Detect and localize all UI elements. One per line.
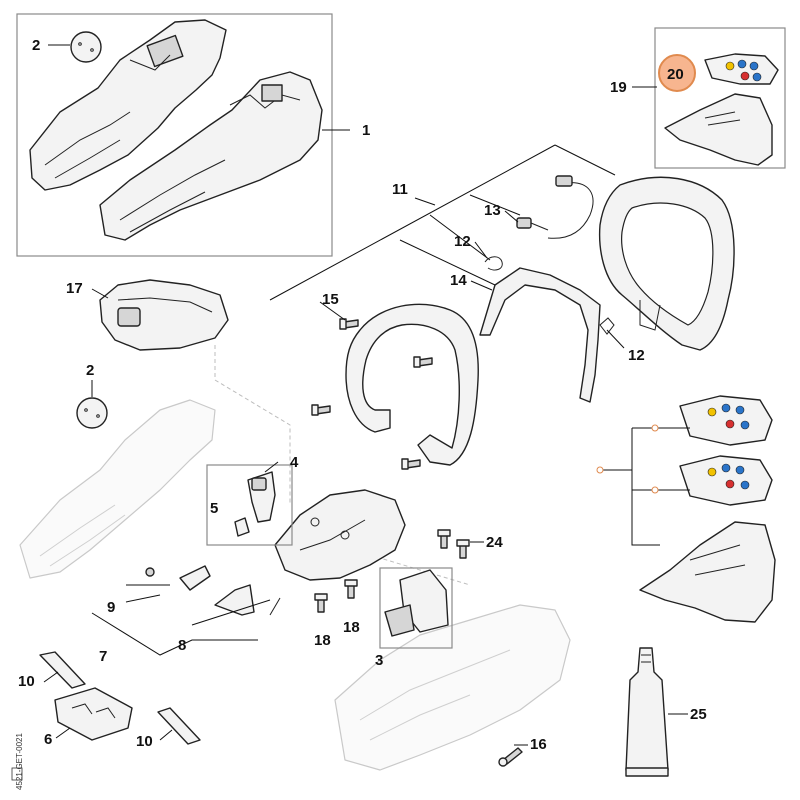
reference-box xyxy=(11,767,23,781)
leader-p12a xyxy=(474,241,488,259)
grease-tube[interactable] xyxy=(625,647,669,777)
leader-p10b xyxy=(159,729,173,741)
label-p1: 1 xyxy=(362,122,370,139)
leader-p14 xyxy=(470,280,493,291)
handle-cushion-large[interactable] xyxy=(639,521,776,623)
levers-bracket-box xyxy=(206,464,293,546)
leader-p13 xyxy=(504,210,519,223)
label-p18a: 18 xyxy=(314,632,331,649)
screws-15[interactable] xyxy=(311,318,433,470)
label-p19: 19 xyxy=(610,79,627,96)
gasket-top[interactable] xyxy=(70,31,102,63)
label-p8: 8 xyxy=(178,637,186,654)
branch-marker-a xyxy=(651,424,659,432)
label-p16: 16 xyxy=(530,736,547,753)
gasket-middle[interactable] xyxy=(76,397,108,429)
label-p10a: 10 xyxy=(18,673,35,690)
label-p4: 4 xyxy=(290,454,299,471)
leader-p12b xyxy=(606,329,625,349)
switch-6[interactable] xyxy=(54,687,133,741)
cover-bracket-box xyxy=(379,567,453,649)
hand-guard-strip[interactable] xyxy=(479,267,601,403)
rear-handle-housing-half-left[interactable] xyxy=(29,19,227,191)
housing-ghost-left xyxy=(19,399,216,579)
label-p12b: 12 xyxy=(628,347,645,364)
label-set-a[interactable] xyxy=(679,395,773,446)
clip-top[interactable] xyxy=(484,256,503,271)
spring-5[interactable] xyxy=(234,517,250,537)
lever-8[interactable] xyxy=(214,584,281,616)
branch-marker-b xyxy=(651,486,659,494)
label-p13: 13 xyxy=(484,202,501,219)
leader-p17 xyxy=(91,288,109,299)
grip-shell[interactable] xyxy=(99,279,229,351)
trigger-mechanism-body[interactable] xyxy=(274,489,406,581)
label-p14: 14 xyxy=(450,272,467,289)
label-p15: 15 xyxy=(322,291,339,308)
leader-p4 xyxy=(264,461,279,473)
drawing-reference: 4521-GET-0021 xyxy=(15,733,24,790)
loop-handle-rear[interactable] xyxy=(598,176,735,351)
lever-9[interactable] xyxy=(145,565,211,591)
wiring-harness[interactable] xyxy=(516,175,594,239)
label-p24: 24 xyxy=(486,534,503,551)
label-p17: 17 xyxy=(66,280,83,297)
leader-p7-8 xyxy=(91,599,271,656)
label-p2b: 2 xyxy=(86,362,94,379)
leader-p6 xyxy=(55,727,71,739)
branch-marker-c xyxy=(596,466,604,474)
leader-p9 xyxy=(125,584,170,603)
cover-3[interactable] xyxy=(384,569,449,637)
label-p12a: 12 xyxy=(454,233,471,250)
rear-handle-housing-half-right[interactable] xyxy=(99,71,323,241)
label-p5: 5 xyxy=(210,500,218,517)
label-p9: 9 xyxy=(107,599,115,616)
housing-group-box xyxy=(16,13,333,257)
label-p6: 6 xyxy=(44,731,52,748)
screws-24[interactable] xyxy=(437,529,470,559)
label-p3: 3 xyxy=(375,652,383,669)
housing-ghost-right xyxy=(334,604,571,771)
cushion-group-box xyxy=(654,27,786,169)
label-set-b[interactable] xyxy=(679,455,773,506)
screws-18[interactable] xyxy=(314,579,358,613)
handle-cushion-top[interactable] xyxy=(664,93,773,166)
screw-16[interactable] xyxy=(498,747,523,767)
branch-cushion-set xyxy=(600,427,690,546)
lever-4[interactable] xyxy=(247,471,276,523)
highlight-callout-20[interactable]: 20 xyxy=(658,54,696,92)
spring-10a[interactable] xyxy=(39,651,86,689)
label-p2a: 2 xyxy=(32,37,40,54)
label-set-top[interactable] xyxy=(704,53,779,85)
label-p20: 20 xyxy=(667,66,684,83)
spring-10b[interactable] xyxy=(157,707,201,745)
front-handle-bow[interactable] xyxy=(345,303,479,466)
leader-p10a xyxy=(43,671,59,683)
label-p7: 7 xyxy=(99,648,107,665)
label-p10b: 10 xyxy=(136,733,153,750)
leader-p11 xyxy=(269,144,616,321)
label-p25: 25 xyxy=(690,706,707,723)
clip-bottom[interactable] xyxy=(599,317,615,335)
dashed-assembly-line-b xyxy=(369,554,471,586)
label-p11: 11 xyxy=(392,181,408,198)
label-p18b: 18 xyxy=(343,619,360,636)
